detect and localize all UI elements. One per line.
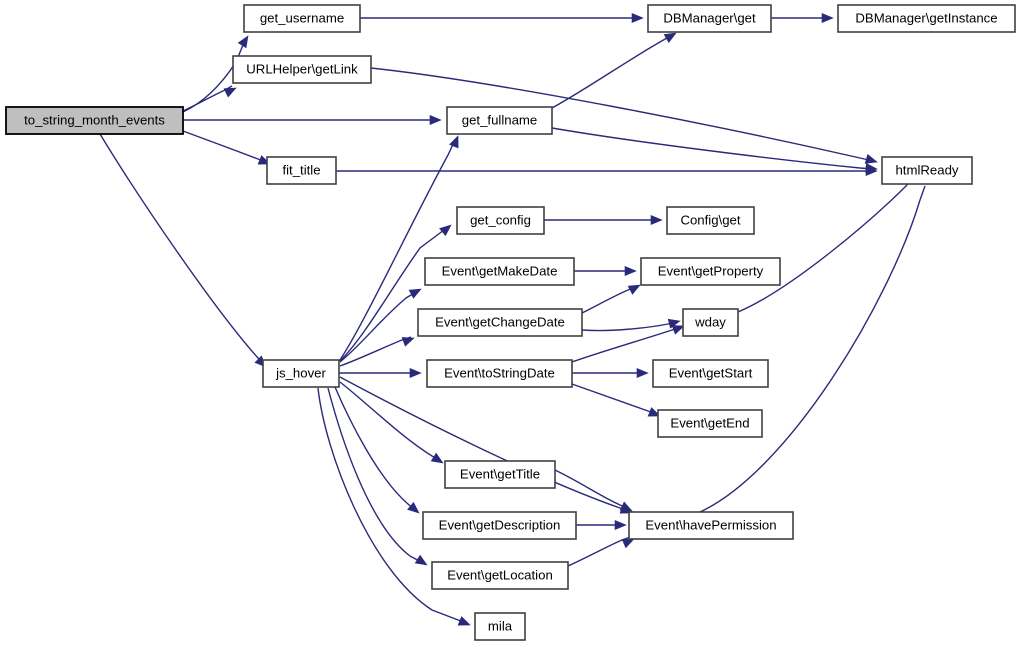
edge-js_hover-to-event_getchangedate <box>339 336 412 367</box>
arrowhead-js_hover-to-event_gettitle <box>430 452 444 464</box>
arrowhead-js_hover-to-event_getchangedate <box>401 337 415 347</box>
arrowhead-to_string_month_events-to-urlhelper_getlink <box>223 87 237 98</box>
node-box-event_getstart[interactable] <box>652 359 769 388</box>
edge-js_hover-to-event_getmakedate <box>339 290 419 363</box>
edge-event_getchangedate-to-event_getproperty <box>581 286 637 314</box>
edge-event_getchangedate-to-wday <box>581 321 677 332</box>
node-htmlready[interactable]: htmlReady <box>881 156 973 185</box>
edge-js_hover-to-event_getdescription <box>334 386 417 512</box>
node-event_getmakedate[interactable]: Event\getMakeDate <box>424 257 575 286</box>
node-fit_title[interactable]: fit_title <box>266 156 337 185</box>
node-box-urlhelper_getlink[interactable] <box>232 55 372 84</box>
node-event_tostringdate[interactable]: Event\toStringDate <box>426 359 573 388</box>
edges-layer <box>99 17 926 624</box>
node-dbmanager_getinstance[interactable]: DBManager\getInstance <box>837 4 1016 33</box>
arrowhead-urlhelper_getlink-to-htmlready <box>864 154 878 164</box>
edge-js_hover-to-event_havepermission <box>339 376 629 512</box>
arrowhead-get_fullname-to-dbmanager_get <box>663 32 677 44</box>
edge-js_hover-to-get_fullname <box>339 139 456 361</box>
node-dbmanager_get[interactable]: DBManager\get <box>647 4 772 33</box>
arrowhead-js_hover-to-event_getmakedate <box>408 288 422 299</box>
node-box-wday[interactable] <box>682 308 739 337</box>
arrowhead-js_hover-to-get_fullname <box>449 135 459 149</box>
arrowhead-dbmanager_get-to-dbmanager_getinstance <box>821 12 834 24</box>
arrowhead-event_getchangedate-to-wday <box>667 318 681 329</box>
node-box-dbmanager_get[interactable] <box>647 4 772 33</box>
arrowhead-event_getmakedate-to-event_getproperty <box>624 265 637 277</box>
arrowhead-fit_title-to-htmlready <box>865 165 878 177</box>
edge-get_fullname-to-dbmanager_get <box>551 34 673 109</box>
node-box-event_getlocation[interactable] <box>431 561 569 590</box>
arrowhead-event_tostringdate-to-event_getstart <box>636 367 649 379</box>
edge-event_tostringdate-to-event_getend <box>571 383 657 415</box>
node-event_gettitle[interactable]: Event\getTitle <box>444 460 556 489</box>
arrowhead-event_getlocation-to-event_havepermission <box>621 538 635 549</box>
node-box-event_getend[interactable] <box>657 409 763 438</box>
node-box-get_config[interactable] <box>456 206 545 235</box>
node-event_getdescription[interactable]: Event\getDescription <box>422 511 577 540</box>
edge-js_hover-to-get_config <box>339 226 449 362</box>
node-to_string_month_events[interactable]: to_string_month_events <box>5 106 184 135</box>
edge-to_string_month_events-to-fit_title <box>182 130 267 163</box>
node-box-event_havepermission[interactable] <box>628 511 794 540</box>
node-urlhelper_getlink[interactable]: URLHelper\getLink <box>232 55 372 84</box>
edge-js_hover-to-event_gettitle <box>339 381 441 462</box>
node-event_getlocation[interactable]: Event\getLocation <box>431 561 569 590</box>
node-box-js_hover[interactable] <box>262 359 340 388</box>
node-event_getchangedate[interactable]: Event\getChangeDate <box>417 308 583 337</box>
arrowhead-event_getdescription-to-event_havepermission <box>614 519 627 531</box>
node-box-htmlready[interactable] <box>881 156 973 185</box>
arrowhead-js_hover-to-mila <box>457 616 471 626</box>
edge-event_havepermission-to-htmlready <box>699 185 926 513</box>
arrowhead-to_string_month_events-to-get_fullname <box>429 114 442 126</box>
arrowhead-get_username-to-dbmanager_get <box>631 12 644 24</box>
node-box-event_getmakedate[interactable] <box>424 257 575 286</box>
edge-js_hover-to-event_getlocation <box>327 387 424 564</box>
edge-to_string_month_events-to-js_hover <box>99 133 265 366</box>
node-box-to_string_month_events[interactable] <box>5 106 184 135</box>
node-config_get[interactable]: Config\get <box>666 206 755 235</box>
edge-event_gettitle-to-event_havepermission <box>554 469 629 510</box>
node-event_havepermission[interactable]: Event\havePermission <box>628 511 794 540</box>
arrowhead-event_tostringdate-to-event_getend <box>647 407 661 417</box>
nodes-layer: to_string_month_events get_usernameURLHel… <box>5 4 1016 641</box>
node-get_username[interactable]: get_username <box>243 4 361 33</box>
node-mila[interactable]: mila <box>474 612 526 641</box>
arrowhead-get_config-to-config_get <box>650 214 663 226</box>
node-box-get_fullname[interactable] <box>446 106 553 135</box>
node-box-config_get[interactable] <box>666 206 755 235</box>
node-wday[interactable]: wday <box>682 308 739 337</box>
node-event_getproperty[interactable]: Event\getProperty <box>640 257 781 286</box>
arrowhead-event_gettitle-to-event_havepermission <box>619 501 633 512</box>
node-box-fit_title[interactable] <box>266 156 337 185</box>
node-event_getend[interactable]: Event\getEnd <box>657 409 763 438</box>
node-box-mila[interactable] <box>474 612 526 641</box>
arrowhead-event_getchangedate-to-event_getproperty <box>627 284 641 295</box>
node-box-get_username[interactable] <box>243 4 361 33</box>
arrowheads-layer <box>223 12 930 626</box>
arrowhead-js_hover-to-event_getdescription <box>407 501 420 514</box>
node-js_hover[interactable]: js_hover <box>262 359 340 388</box>
node-get_fullname[interactable]: get_fullname <box>446 106 553 135</box>
edge-js_hover-to-mila <box>317 387 467 624</box>
node-box-event_tostringdate[interactable] <box>426 359 573 388</box>
arrowhead-js_hover-to-event_getlocation <box>414 554 428 566</box>
arrowhead-event_tostringdate-to-wday <box>671 325 685 335</box>
edge-get_fullname-to-htmlready <box>551 127 874 170</box>
node-box-event_gettitle[interactable] <box>444 460 556 489</box>
node-box-event_getproperty[interactable] <box>640 257 781 286</box>
node-box-event_getdescription[interactable] <box>422 511 577 540</box>
arrowhead-js_hover-to-get_config <box>439 224 452 237</box>
edge-event_tostringdate-to-wday <box>571 326 681 363</box>
edge-wday-to-htmlready <box>737 175 915 313</box>
arrowhead-to_string_month_events-to-get_username <box>237 35 249 49</box>
node-box-event_getchangedate[interactable] <box>417 308 583 337</box>
node-box-dbmanager_getinstance[interactable] <box>837 4 1016 33</box>
arrowhead-js_hover-to-event_tostringdate <box>409 367 422 379</box>
node-event_getstart[interactable]: Event\getStart <box>652 359 769 388</box>
edge-event_getlocation-to-event_havepermission <box>567 536 631 567</box>
edge-urlhelper_getlink-to-htmlready <box>370 67 874 162</box>
node-get_config[interactable]: get_config <box>456 206 545 235</box>
